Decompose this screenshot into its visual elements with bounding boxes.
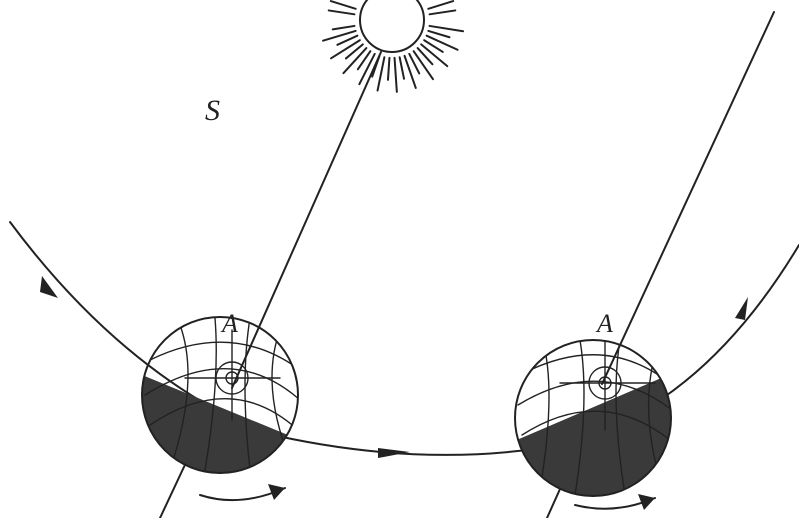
sun-ray xyxy=(400,57,404,79)
sun-ray xyxy=(430,26,464,31)
pole-label-left: A xyxy=(220,309,238,338)
sunray-line-right xyxy=(602,12,774,384)
sun-label: S xyxy=(205,94,220,127)
sun-ray xyxy=(395,58,397,92)
earth-globe-right xyxy=(505,340,680,500)
pole-label-right: A xyxy=(595,309,613,338)
sun-ray xyxy=(378,57,385,90)
sun-ray xyxy=(388,58,389,80)
sun-ray xyxy=(427,36,458,50)
sun-ray xyxy=(405,56,416,88)
sun-ray xyxy=(329,10,355,14)
sun-ray xyxy=(331,1,356,9)
earth-globe-left xyxy=(130,317,300,480)
sun-ray xyxy=(428,1,453,9)
night-side-right xyxy=(505,370,680,500)
sun-icon xyxy=(323,0,463,92)
sun-rays xyxy=(323,1,463,92)
sun-ray xyxy=(430,10,456,14)
sun-ray xyxy=(428,31,449,37)
sunray-line-left xyxy=(232,52,381,388)
sun-ray xyxy=(333,26,355,29)
orbit-path xyxy=(10,222,799,455)
